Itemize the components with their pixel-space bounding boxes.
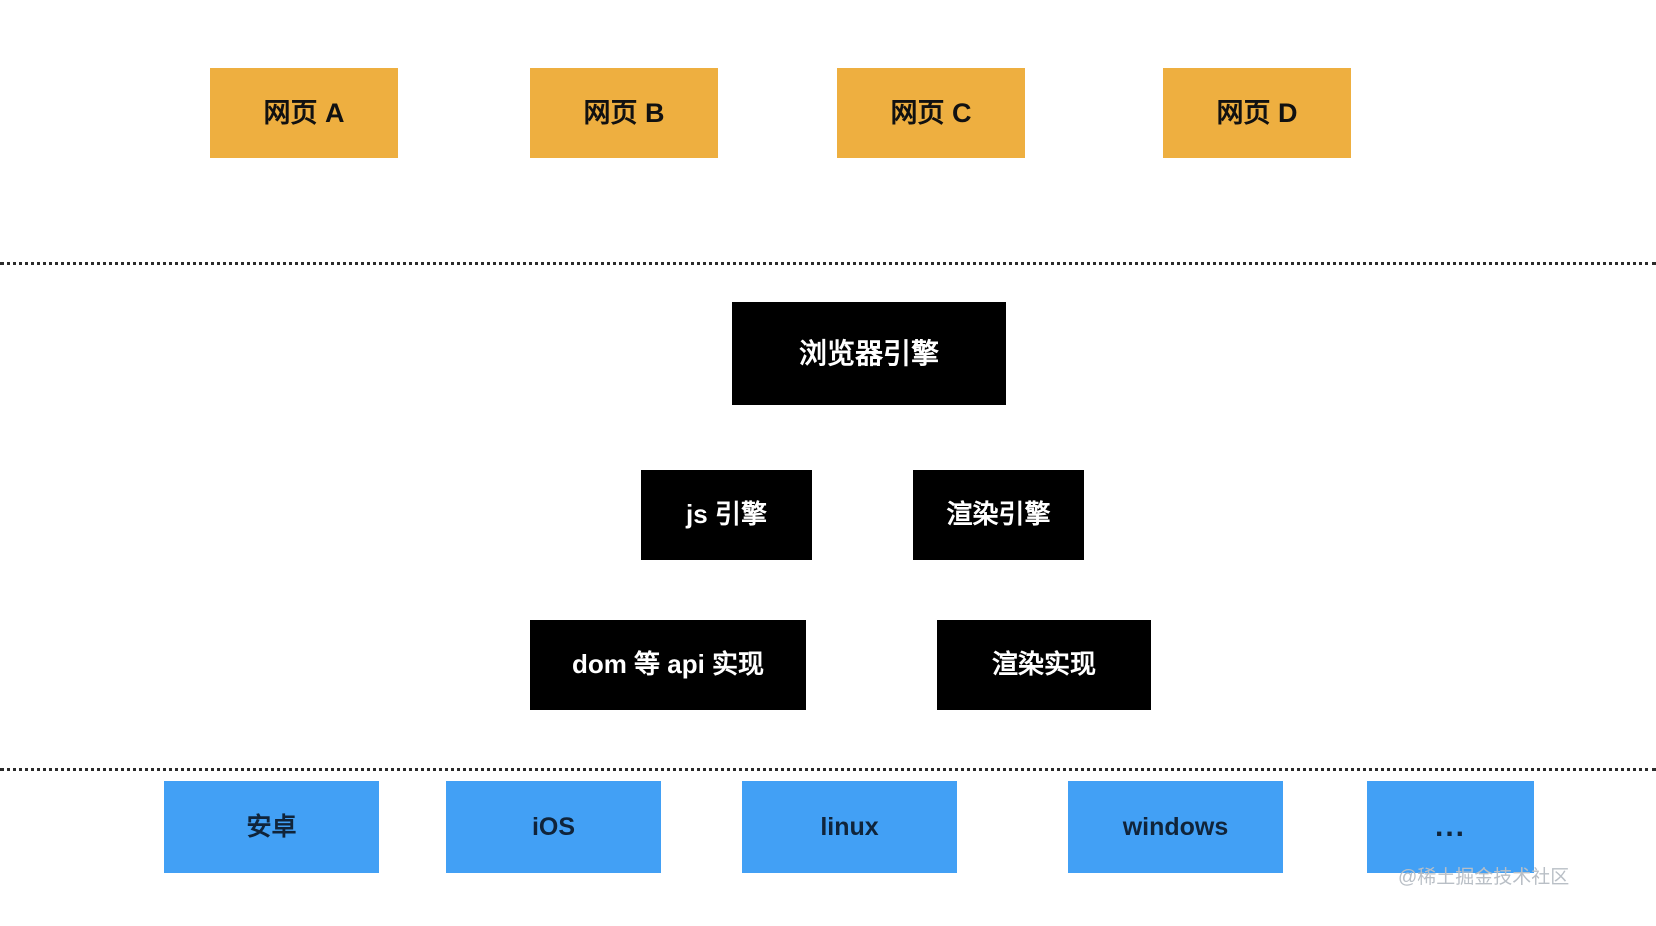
- node-label: 网页 D: [1216, 97, 1298, 128]
- node-label: iOS: [531, 813, 576, 841]
- node-os-4[interactable]: ...: [1367, 781, 1534, 873]
- node-engine-1[interactable]: js 引擎: [641, 470, 812, 560]
- node-label: js 引擎: [686, 499, 767, 530]
- node-os-2[interactable]: linux: [742, 781, 957, 873]
- node-label: 渲染实现: [991, 649, 1096, 680]
- node-label: linux: [820, 813, 879, 841]
- node-label: dom 等 api 实现: [571, 649, 765, 680]
- node-label: 浏览器引擎: [798, 337, 939, 369]
- node-label: 网页 C: [890, 97, 972, 128]
- node-pages-1[interactable]: 网页 B: [530, 68, 718, 158]
- node-engine-3[interactable]: dom 等 api 实现: [530, 620, 806, 710]
- divider-line-1: [0, 768, 1656, 771]
- node-pages-0[interactable]: 网页 A: [210, 68, 398, 158]
- node-label: 网页 B: [583, 97, 665, 128]
- node-engine-2[interactable]: 渲染引擎: [913, 470, 1084, 560]
- node-os-3[interactable]: windows: [1068, 781, 1283, 873]
- watermark: @稀土掘金技术社区: [1398, 867, 1570, 888]
- node-label: ...: [1434, 810, 1466, 843]
- node-engine-0[interactable]: 浏览器引擎: [732, 302, 1006, 405]
- node-os-0[interactable]: 安卓: [164, 781, 379, 873]
- node-label: windows: [1122, 813, 1229, 841]
- node-pages-3[interactable]: 网页 D: [1163, 68, 1351, 158]
- node-label: 安卓: [246, 813, 297, 841]
- divider-line-0: [0, 262, 1656, 265]
- node-engine-4[interactable]: 渲染实现: [937, 620, 1151, 710]
- node-label: 渲染引擎: [946, 499, 1051, 530]
- node-pages-2[interactable]: 网页 C: [837, 68, 1025, 158]
- node-os-1[interactable]: iOS: [446, 781, 661, 873]
- node-label: 网页 A: [263, 97, 345, 128]
